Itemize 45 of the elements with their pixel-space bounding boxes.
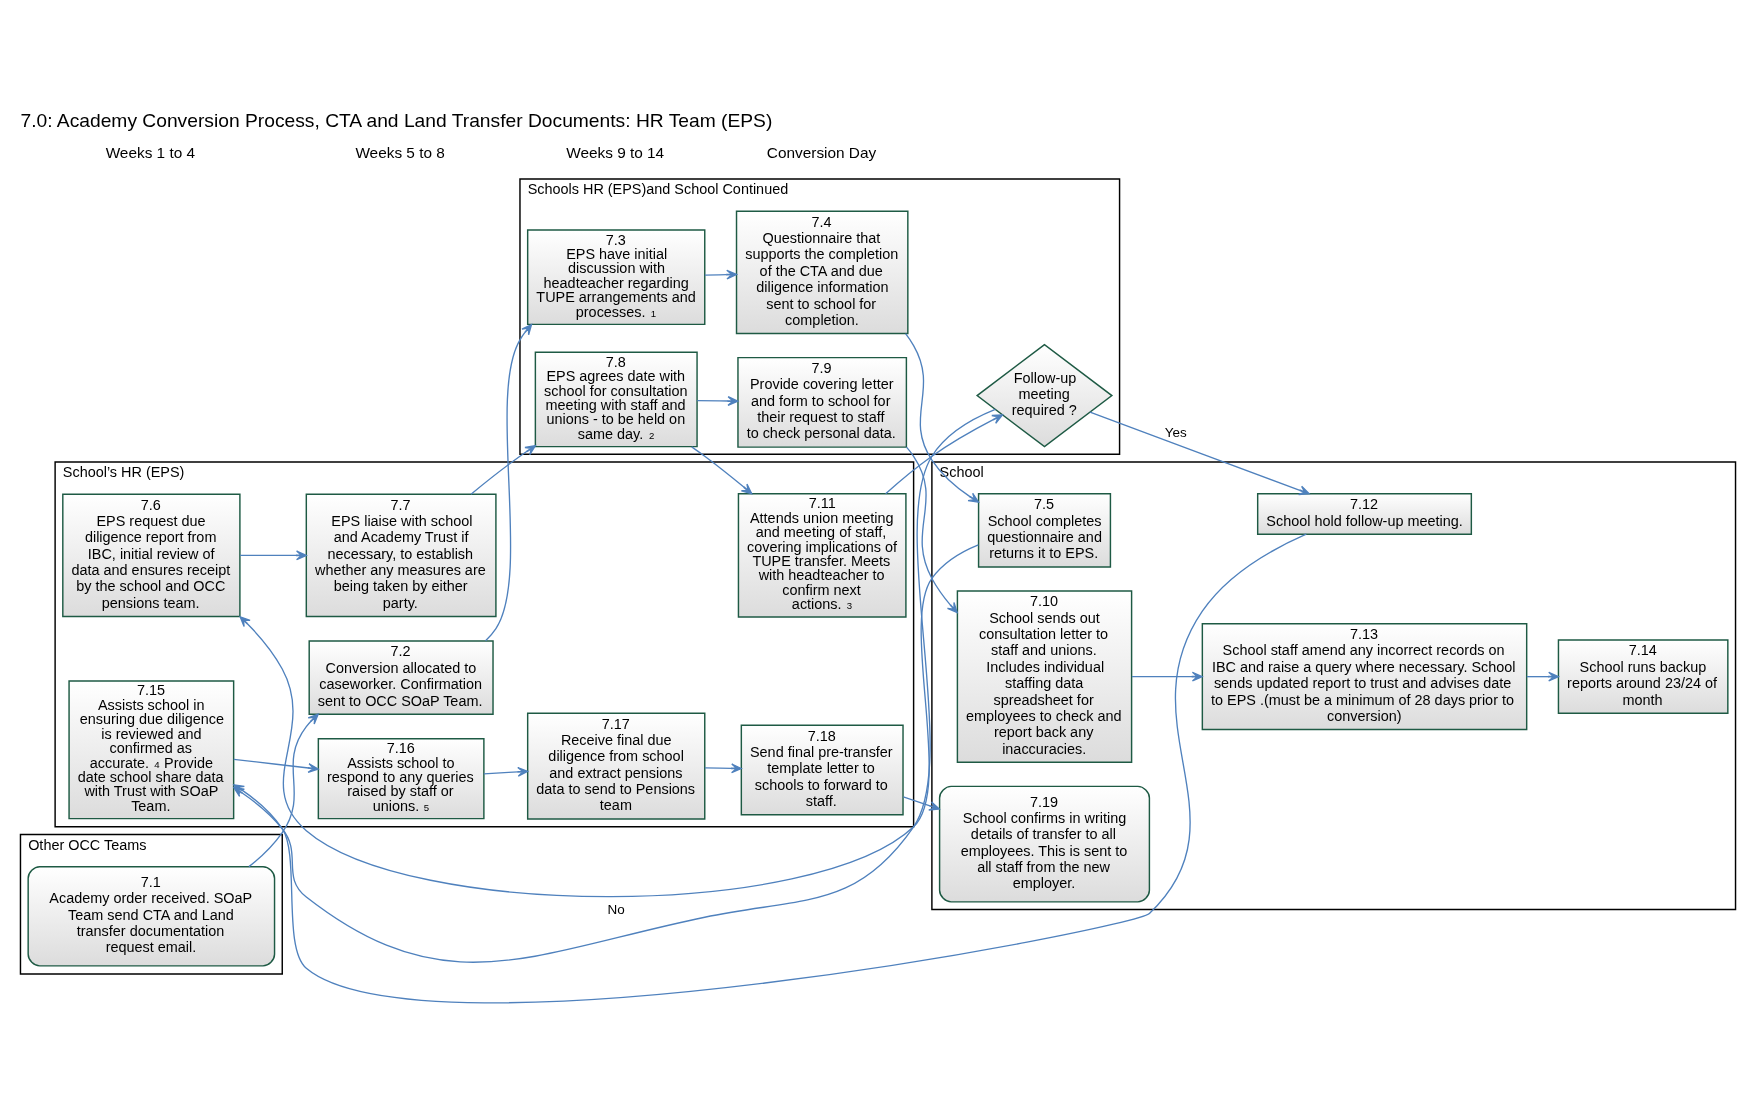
arrow [239, 544, 980, 898]
arrow [905, 446, 958, 614]
arrow [483, 766, 529, 777]
arrow [904, 333, 980, 503]
node-box: 7.11 Attends union meeting and meeting of staff, covering implications of TUPE transfer. Meets with headteacher to confirm next actions. 3 [737, 493, 907, 618]
label: Conversion Day [766, 143, 877, 161]
node-box: 7.12 School hold follow-up meeting. [1256, 493, 1473, 535]
arrow [248, 713, 319, 868]
diagram-title: 7.0: Academy Conversion Process, CTA and Land Transfer Documents: HR Team (EPS) [20, 110, 773, 132]
node-box: 7.16 Assists school to respond to any queries raised by staff or unions. 5 [317, 738, 485, 820]
node-box: 7.9 Provide covering letter and form to school for their request to staff to check personal data. [737, 356, 908, 448]
arrow [1131, 671, 1203, 682]
node-box: 7.19 School confirms in writing details of transfer to all employees. This is sent to all staff from the new employer. [938, 785, 1151, 903]
node-box: 7.6 EPS request due diligence report from IBC, initial review of data and ensures receipt by the school and OCC pensions team. [62, 493, 241, 618]
arrow [696, 396, 739, 407]
label: Weeks 1 to 4 [105, 143, 196, 161]
arrow [704, 763, 742, 774]
arrow [885, 414, 1004, 495]
arrow [239, 550, 307, 561]
label: Weeks 9 to 14 [566, 143, 665, 161]
node-box: 7.2 Conversion allocated to caseworker. Confirmation sent to OCC SOaP Team. [308, 640, 494, 715]
node-diamond: Follow-up meeting required ? [975, 343, 1114, 448]
arrow [233, 758, 319, 773]
node-box: 7.1 Academy order received. SOaP Team send CTA and Land transfer documentation request email. [27, 866, 276, 967]
edge-label: Yes [1164, 425, 1187, 441]
node-box: 7.5 School completes questionnaire and returns it to EPS. [977, 493, 1112, 568]
node-box: 7.15 Assists school in ensuring due diligence is reviewed and confirmed as accurate. 4 Provide date school share data with Trust with SOaP Team. [68, 680, 235, 820]
node-box: 7.13 School staff amend any incorrect records on IBC and raise a query where necessary. School sends updated report to trust and advises date to EPS .(must be a minimum of 28 days prior to conversion) [1201, 623, 1528, 731]
label: Weeks 5 to 8 [355, 143, 445, 161]
node-box: 7.17 Receive final due diligence from school and extract pensions data to send to Pensions team [526, 712, 706, 820]
node-box: 7.18 Send final pre-transfer template letter to schools to forward to staff. [740, 724, 904, 816]
node-box: 7.10 School sends out consultation letter to staff and unions. Includes individual staffing data spreadsheet for employees to check and report back any inaccuracies. [956, 590, 1133, 764]
node-box: 7.3 EPS have initial discussion with headteacher regarding TUPE arrangements and processes. 1 [526, 229, 706, 326]
node-box: 7.14 School runs backup reports around 23/24 of month [1557, 639, 1729, 714]
arrow [704, 269, 738, 280]
arrow [1089, 411, 1310, 496]
arrow [484, 323, 533, 642]
arrow [691, 446, 753, 495]
node-box: 7.8 EPS agrees date with school for consultation meeting with staff and unions - to be held on same day. 2 [534, 351, 698, 448]
arrow [470, 445, 537, 495]
edge-label: No [607, 901, 625, 917]
node-box: 7.4 Questionnaire that supports the completion of the CTA and due diligence information sent to school for completion. [735, 210, 909, 335]
arrow [902, 796, 940, 811]
node-box: 7.7 EPS liaise with school and Academy Trust if necessary, to establish whether any measures are being taken by either party. [305, 493, 497, 618]
arrow [1526, 671, 1560, 682]
